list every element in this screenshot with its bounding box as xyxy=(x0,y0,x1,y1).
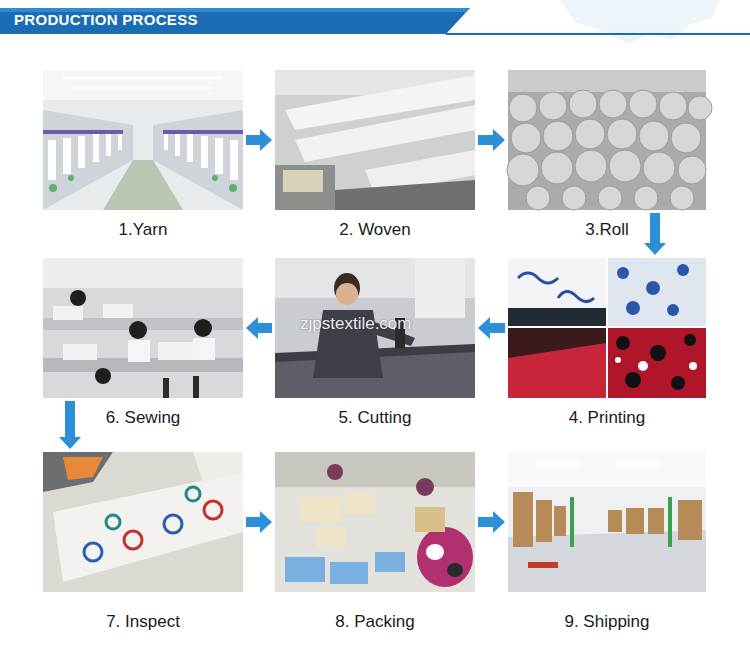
yarn-photo xyxy=(43,70,243,210)
step-caption: 4. Printing xyxy=(488,408,726,428)
process-step: 1.Yarn xyxy=(43,70,243,210)
process-step: 2. Woven xyxy=(275,70,475,210)
step-caption: 9. Shipping xyxy=(488,612,726,632)
title-band xyxy=(0,8,470,34)
process-step: 3.Roll xyxy=(508,70,706,210)
step-caption: 5. Cutting xyxy=(255,408,495,428)
flow-arrow xyxy=(478,511,505,533)
warehouse-photo xyxy=(508,452,706,592)
step-caption: 1.Yarn xyxy=(23,220,263,240)
flow-arrow xyxy=(246,511,272,533)
step-caption: 2. Woven xyxy=(255,220,495,240)
weaving-photo xyxy=(275,70,475,210)
process-step: 7. Inspect xyxy=(43,452,243,592)
step-caption: 3.Roll xyxy=(488,220,726,240)
flow-arrow xyxy=(644,213,666,255)
flow-arrow xyxy=(478,129,505,151)
process-step: 6. Sewing xyxy=(43,258,243,398)
title-text: PRODUCTION PROCESS xyxy=(14,11,198,29)
flow-arrow xyxy=(478,317,505,339)
inspection-photo xyxy=(43,452,243,592)
process-step: 9. Shipping xyxy=(508,452,706,592)
watermark: zjpstextile.com xyxy=(300,314,411,334)
title-rule xyxy=(446,33,750,35)
cutting-photo xyxy=(275,258,475,398)
fabric-rolls-photo xyxy=(507,70,712,210)
packing-photo xyxy=(275,452,475,592)
step-caption: 7. Inspect xyxy=(23,612,263,632)
printing-photo xyxy=(508,258,706,398)
step-caption: 8. Packing xyxy=(255,612,495,632)
flow-arrow xyxy=(246,317,272,339)
map-decoration xyxy=(560,0,720,44)
process-step: 8. Packing xyxy=(275,452,475,592)
flow-arrow xyxy=(59,401,81,449)
process-step: 4. Printing xyxy=(508,258,706,398)
step-caption: 6. Sewing xyxy=(23,408,263,428)
sewing-photo xyxy=(43,258,243,398)
flow-arrow xyxy=(246,129,272,151)
